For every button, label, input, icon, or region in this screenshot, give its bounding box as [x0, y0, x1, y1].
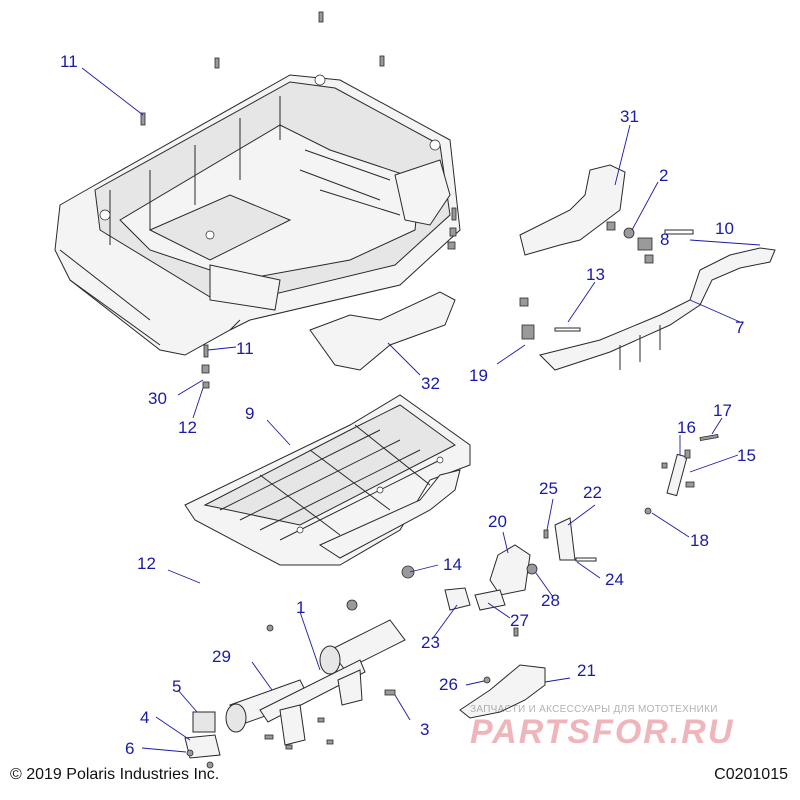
cargo-box [54, 74, 461, 356]
callout-23: 23 [421, 633, 440, 652]
callout-24: 24 [605, 570, 624, 589]
callout-32: 32 [421, 374, 440, 393]
callout-29: 29 [212, 647, 231, 666]
callout-11-top: 11 [60, 52, 78, 71]
part-9-frame [184, 394, 471, 566]
small-hardware-15-18 [644, 433, 719, 515]
callout-labels: 11 31 2 8 10 13 7 19 32 11 30 12 9 16 17… [60, 52, 756, 758]
watermark-tagline: ЗАПЧАСТИ И АКСЕССУАРЫ ДЛЯ МОТОТЕХНИКИ [470, 704, 718, 715]
callout-1: 1 [296, 598, 305, 617]
part-7-rail [519, 221, 776, 371]
part-21-bracket [459, 664, 546, 719]
callout-20: 20 [488, 512, 507, 531]
callout-16: 16 [677, 418, 696, 437]
bolt-group-11-top [140, 11, 457, 389]
callout-28: 28 [541, 591, 560, 610]
callout-7: 7 [735, 318, 744, 337]
part-31-shield [519, 164, 626, 256]
watermark-logo: PARTSFOR.RU [470, 713, 735, 751]
bracket-assembly [401, 517, 597, 637]
drawing-id: C0201015 [714, 766, 788, 783]
callout-8: 8 [660, 230, 669, 249]
callout-4: 4 [140, 708, 149, 727]
callout-12-upper: 12 [178, 418, 197, 437]
callout-12-lower: 12 [137, 554, 156, 573]
part-26-nut [483, 676, 491, 684]
callout-26: 26 [439, 675, 458, 694]
callout-11-lower: 11 [236, 339, 254, 358]
callout-30: 30 [148, 389, 167, 408]
watermark: ЗАПЧАСТИ И АКСЕССУАРЫ ДЛЯ МОТОТЕХНИКИ PA… [470, 704, 790, 752]
parts-4-5-6 [184, 711, 221, 769]
callout-21: 21 [577, 661, 596, 680]
callout-6: 6 [125, 739, 134, 758]
callout-18: 18 [690, 531, 709, 550]
callout-17: 17 [713, 401, 732, 420]
part-1-exhaust-assembly [225, 599, 406, 750]
callout-9: 9 [245, 404, 254, 423]
callout-10: 10 [715, 219, 734, 238]
callout-19: 19 [469, 366, 488, 385]
callout-14: 14 [443, 555, 462, 574]
callout-27: 27 [510, 611, 529, 630]
callout-15: 15 [737, 446, 756, 465]
callout-22: 22 [583, 483, 602, 502]
callout-5: 5 [172, 677, 181, 696]
part-32-shield [309, 291, 456, 371]
callout-31: 31 [620, 107, 639, 126]
callout-25: 25 [539, 479, 558, 498]
copyright-text: © 2019 Polaris Industries Inc. [10, 766, 220, 783]
leader-lines [81, 67, 761, 753]
callout-3: 3 [420, 720, 429, 739]
callout-2: 2 [659, 166, 668, 185]
callout-13: 13 [586, 265, 605, 284]
